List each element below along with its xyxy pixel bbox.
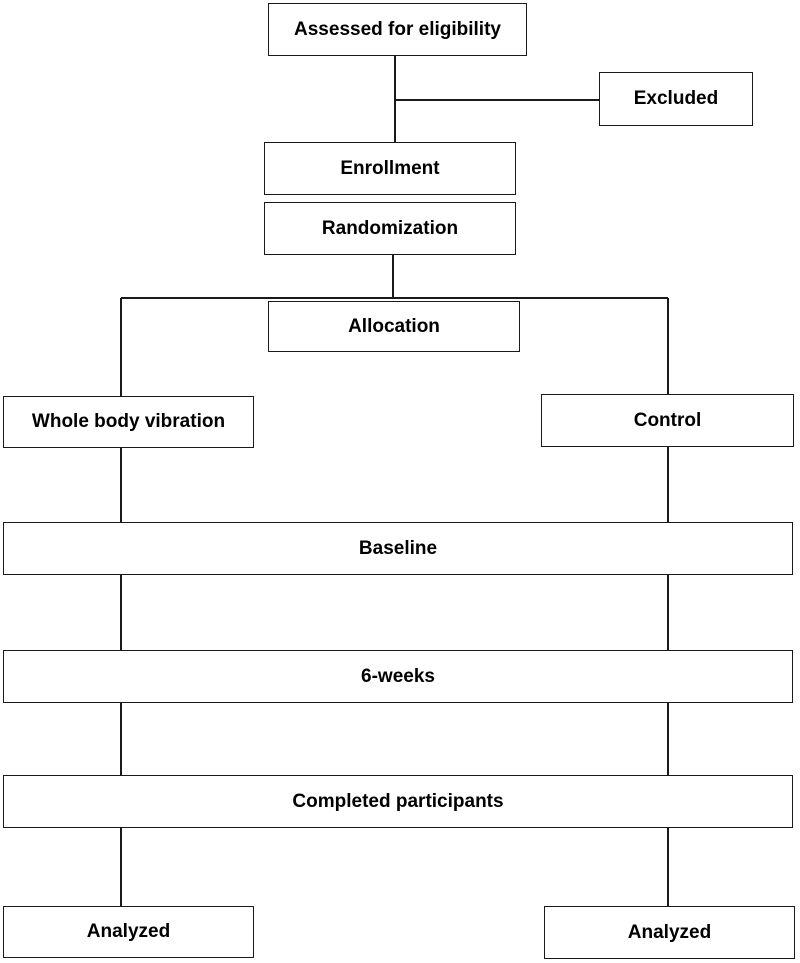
completed-participants-box: Completed participants — [3, 775, 793, 828]
analyzed-right-label: Analyzed — [627, 921, 712, 943]
randomization-label: Randomization — [321, 217, 459, 239]
enrollment-label: Enrollment — [340, 157, 440, 179]
assessed-label: Assessed for eligibility — [294, 18, 501, 40]
randomization-box: Randomization — [264, 202, 516, 255]
enrollment-box: Enrollment — [264, 142, 516, 195]
allocation-label: Allocation — [348, 315, 440, 337]
analyzed-left-box: Analyzed — [3, 906, 254, 958]
analyzed-right-box: Analyzed — [544, 906, 795, 959]
six-weeks-label: 6-weeks — [361, 665, 435, 687]
excluded-label: Excluded — [633, 88, 719, 109]
baseline-box: Baseline — [3, 522, 793, 575]
analyzed-left-label: Analyzed — [86, 921, 171, 942]
control-label: Control — [633, 409, 702, 431]
whole-body-vibration-label: Whole body vibration — [31, 411, 226, 432]
baseline-label: Baseline — [358, 537, 438, 559]
control-box: Control — [541, 394, 794, 447]
excluded-box: Excluded — [599, 72, 753, 126]
completed-participants-label: Completed participants — [292, 790, 504, 812]
allocation-box: Allocation — [268, 301, 520, 352]
six-weeks-box: 6-weeks — [3, 650, 793, 703]
assessed-box: Assessed for eligibility — [268, 3, 527, 56]
whole-body-vibration-box: Whole body vibration — [3, 396, 254, 448]
